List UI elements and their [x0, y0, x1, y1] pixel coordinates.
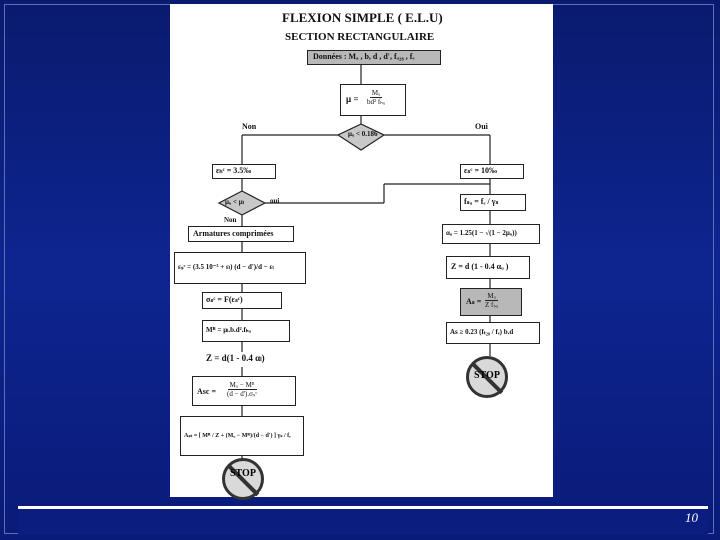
slide-footer-bar: [18, 506, 708, 535]
eps-sc-formula-box: εₛᶜ = (3.5 10⁻³ + εₗ) (d − d')/d − εₗ: [174, 252, 306, 284]
eps-bc-text: εₕᶜ = 3.5‰: [216, 166, 252, 175]
alpha-box: αᵤ = 1.25(1 − √(1 − 2μᵤ)): [442, 224, 540, 244]
asc-fraction: Mᵤ − Mᴿ(d − d').σₛᶜ: [227, 380, 257, 398]
flowchart-document: FLEXION SIMPLE ( E.L.U) SECTION RECTANGU…: [170, 4, 553, 500]
decision-mu-lt-0186: μᵤ < 0.186: [348, 130, 378, 138]
armatures-box: Armatures comprimées: [188, 226, 294, 242]
as-right-label: Aₛ =: [466, 297, 482, 306]
flowchart-connectors: [217, 64, 491, 464]
z-right-text: Z = d (1 - 0.4 αᵤ ): [451, 262, 509, 271]
page-title: FLEXION SIMPLE ( E.L.U): [282, 10, 443, 25]
sigma-sc-text: σₛᶜ = F(εₛᶜ): [206, 295, 243, 304]
eps-sc-box: εₛᶜ = 10‰: [460, 164, 524, 179]
asc-denominator: (d − d').σₛᶜ: [227, 389, 258, 398]
donnees-box: Données : Mₐ , b, d , d', fₐ₂₈ , fₑ: [307, 50, 441, 65]
branch-oui-label: Oui: [475, 122, 488, 131]
page-subtitle: SECTION RECTANGULAIRE: [285, 31, 435, 43]
fsu-text: fₛᵤ = fₑ / γₛ: [464, 197, 499, 206]
ast-text: Aₛₜ = [ Mᴿ / Z + (Mᵤ − Mᴿ)/(d − d') ] γₛ…: [184, 433, 291, 439]
as-right-denominator: Z fₛᵤ: [485, 300, 499, 309]
eps-bc-box: εₕᶜ = 3.5‰: [212, 164, 276, 179]
mu-label: μ =: [346, 94, 359, 104]
armatures-text: Armatures comprimées: [193, 229, 274, 238]
branch-oui2-label: oui: [270, 197, 280, 205]
as-min-box: As ≥ 0.23 (fₜ₂₈ / fₑ) b.d: [446, 322, 540, 344]
donnees-text: Données : Mₐ , b, d , d', fₐ₂₈ , fₑ: [313, 52, 415, 61]
stop-icon-right: [466, 356, 508, 398]
sigma-sc-box: σₛᶜ = F(εₛᶜ): [202, 292, 282, 309]
ast-box: Aₛₜ = [ Mᴿ / Z + (Mᵤ − Mᴿ)/(d − d') ] γₛ…: [180, 416, 304, 456]
asc-label: Asc =: [197, 387, 216, 396]
asc-numerator: Mᵤ − Mᴿ: [227, 380, 257, 390]
as-min-text: As ≥ 0.23 (fₜ₂₈ / fₑ) b.d: [450, 328, 514, 336]
mr-box: Mᴿ = μₗ.b.d².fₕᵤ: [202, 320, 290, 342]
slide-page-number: 10: [685, 510, 698, 525]
mu-numerator: Mᵤ: [369, 88, 383, 98]
branch-non2-label: Non: [224, 216, 237, 224]
stop-icon-left: [222, 458, 264, 500]
stop-label-left: STOP: [230, 468, 256, 479]
stop-label-right: STOP: [474, 370, 500, 381]
mr-text: Mᴿ = μₗ.b.d².fₕᵤ: [206, 326, 251, 334]
asc-box: Asc = Mᵤ − Mᴿ(d − d').σₛᶜ: [192, 376, 296, 406]
alpha-text: αᵤ = 1.25(1 − √(1 − 2μᵤ)): [446, 229, 517, 237]
eps-sc-formula-text: εₛᶜ = (3.5 10⁻³ + εₗ) (d − d')/d − εₗ: [178, 263, 274, 271]
branch-non-label: Non: [242, 122, 257, 131]
as-right-numerator: Mᵤ: [485, 291, 498, 301]
fsu-box: fₛᵤ = fₑ / γₛ: [460, 194, 526, 211]
z-left-text: Z = d(1 - 0.4 αₗ): [206, 353, 265, 363]
z-right-box: Z = d (1 - 0.4 αᵤ ): [446, 256, 530, 279]
decision-mu-lt-mul: μᵤ < μₗ: [225, 198, 244, 206]
eps-sc-text: εₛᶜ = 10‰: [464, 166, 498, 175]
mu-denominator: bd² fₕᵤ: [367, 97, 386, 106]
